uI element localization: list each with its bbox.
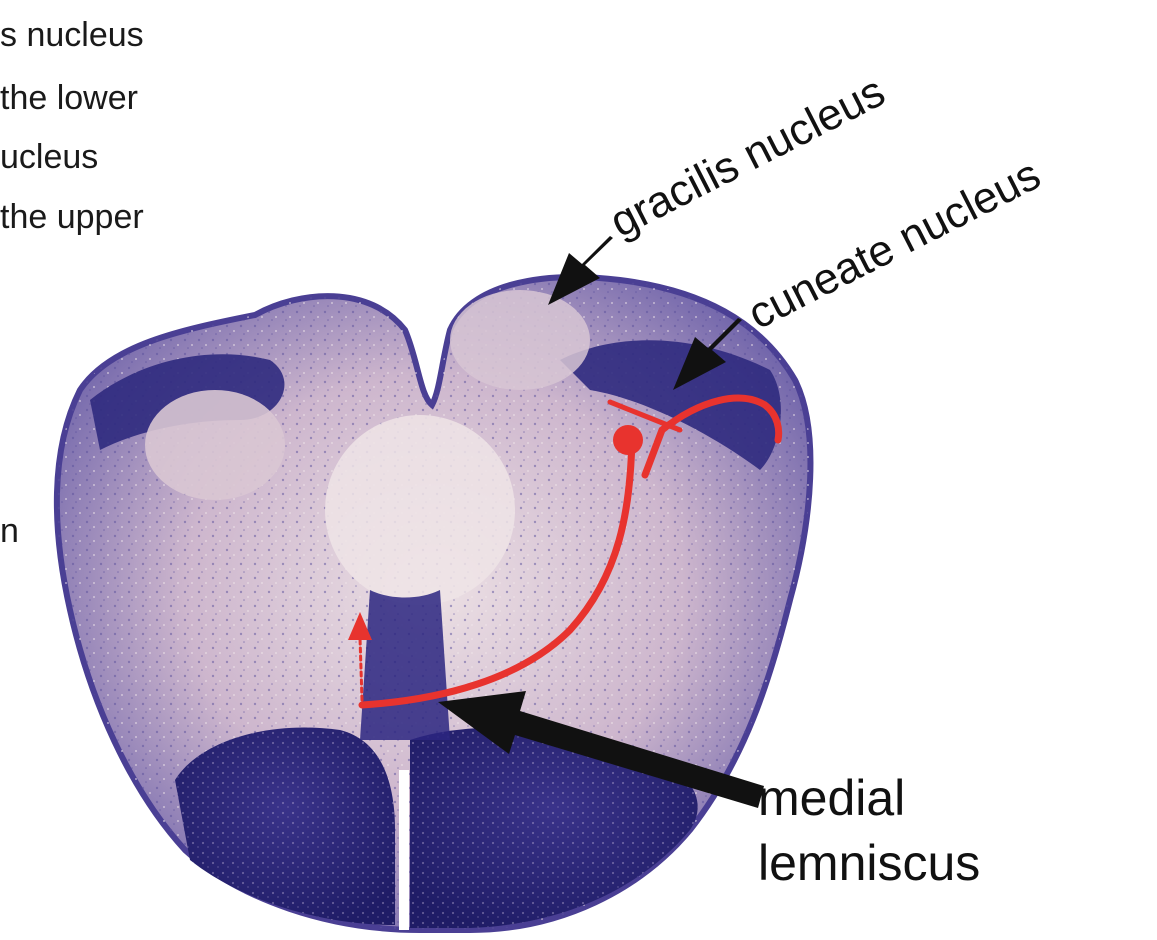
medial-lemniscus-region bbox=[360, 590, 450, 740]
neuron-cell-body bbox=[613, 425, 643, 455]
medial-label-line-1: medial bbox=[758, 770, 905, 826]
left-nucleus bbox=[145, 390, 285, 500]
medial-label-line-2: lemniscus bbox=[758, 835, 980, 891]
gracilis-region bbox=[450, 290, 590, 390]
cuneate-nucleus-label: cuneate nucleus bbox=[740, 150, 1048, 339]
central-pale-zone bbox=[325, 415, 515, 605]
gracilis-nucleus-label: gracilis nucleus bbox=[602, 67, 892, 247]
